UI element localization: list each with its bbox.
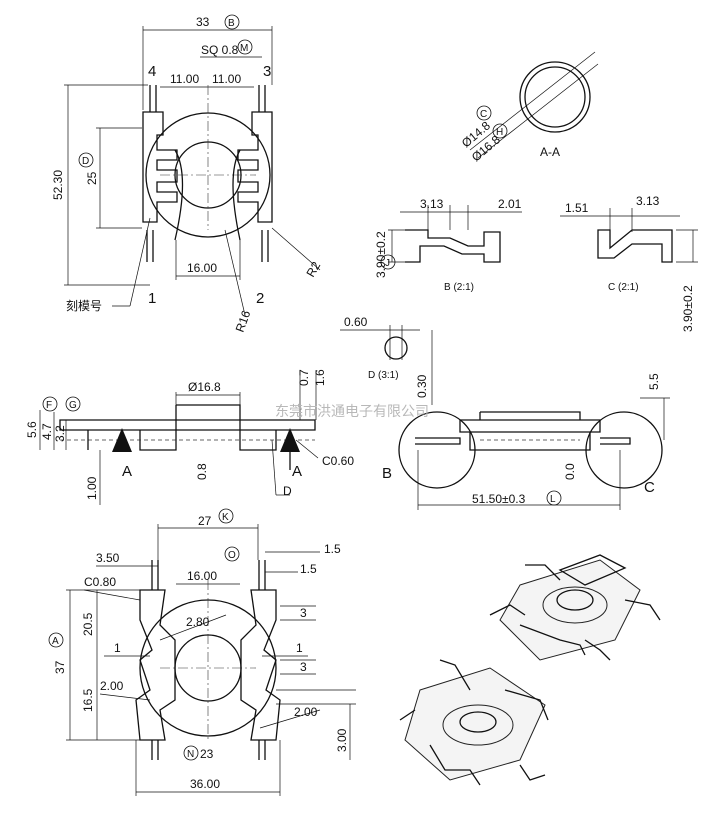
side-h-total: 5.6 — [25, 421, 39, 438]
mark-label: 刻模号 — [66, 299, 102, 313]
bottom-height-ref: A — [52, 636, 59, 647]
side-mark-a-left: A — [122, 463, 132, 480]
bottom-one-right: 1 — [296, 641, 303, 655]
inner-width-dim: 16.00 — [187, 261, 217, 275]
b-height: 3.90±0.2 — [374, 231, 388, 278]
b-dim-a: 3.13 — [420, 197, 444, 211]
iso-view-bottom — [399, 659, 549, 786]
bottom-n-ref: N — [187, 749, 194, 760]
pitch-dim: 25 — [85, 171, 99, 185]
bottom-top-ref: K — [222, 512, 229, 523]
top-view: 33 B SQ 0.8 M 3 4 11.00 11.00 52.30 25 D — [51, 14, 323, 334]
side-pin-len: 1.00 — [85, 476, 99, 500]
detail-b: 3.13 2.01 3.90±0.2 J B (2:1) — [374, 197, 522, 293]
b-dim-b: 2.01 — [498, 197, 522, 211]
watermark: 东莞市洪通电子有限公司 — [275, 403, 429, 419]
right-span: 51.50±0.3 — [472, 492, 526, 506]
pitch-ref: D — [82, 156, 89, 167]
top-width-ref: B — [228, 18, 235, 29]
bottom-edge-a: 1.5 — [324, 542, 341, 556]
side-ref-f: F — [46, 400, 52, 411]
detail-c: 1.51 3.13 3.90±0.2 C (2:1) — [560, 194, 698, 332]
bottom-two-left: 2.00 — [100, 679, 124, 693]
side-d16: 1.6 — [313, 369, 327, 386]
bottom-top-width: 27 — [198, 514, 212, 528]
b-label: B (2:1) — [444, 282, 474, 293]
bottom-n-val: 23 — [200, 747, 214, 761]
side-d07: 0.7 — [297, 369, 311, 386]
pin-4-label: 4 — [148, 63, 156, 80]
aa-label: A-A — [540, 145, 560, 159]
bottom-three-a: 3 — [300, 606, 307, 620]
side-chamfer: C0.60 — [322, 454, 354, 468]
side-h-a: 4.7 — [40, 423, 54, 440]
side-mark-d: D — [283, 484, 292, 498]
pin-sq-ref: M — [240, 43, 248, 54]
pin-1-label: 1 — [148, 290, 156, 307]
side-mark-a-right: A — [292, 463, 302, 480]
aa-inner-ref: C — [480, 109, 487, 120]
pin-sq-dim: SQ 0.8 — [201, 43, 239, 57]
c-height: 3.90±0.2 — [681, 285, 695, 332]
bottom-height-total: 37 — [53, 660, 67, 674]
bottom-chamfer: C0.80 — [84, 575, 116, 589]
bottom-h-upper: 20.5 — [81, 612, 95, 636]
d-label: D (3:1) — [368, 370, 399, 381]
c-dim-a: 1.51 — [565, 201, 589, 215]
side-dia: Ø16.8 — [188, 380, 221, 394]
bottom-pin-off: 3.50 — [96, 551, 120, 565]
section-aa: Ø14.8 C Ø16.8 H A-A — [459, 51, 599, 164]
iso-view-top — [489, 554, 661, 661]
side-ref-g: G — [69, 400, 77, 411]
c-dim-b: 3.13 — [636, 194, 660, 208]
side-view: Ø16.8 5.6 4.7 3.2 F G 0.7 1.6 A A 1.00 0… — [25, 369, 354, 505]
aa-outer-ref: H — [496, 127, 503, 138]
right-span-ref: L — [550, 494, 556, 505]
bottom-ref-o: O — [228, 550, 236, 561]
top-width-dim: 33 — [196, 15, 210, 29]
d-dim-a: 0.60 — [344, 315, 368, 329]
bottom-rib-w: 2.80 — [186, 615, 210, 629]
right-height: 5.5 — [647, 373, 661, 390]
bottom-two-right: 2.00 — [294, 705, 318, 719]
side-h-b: 3.2 — [53, 425, 67, 442]
bottom-width: 36.00 — [190, 777, 220, 791]
bottom-three-b: 3 — [300, 660, 307, 674]
bottom-one-left: 1 — [114, 641, 121, 655]
bottom-inner: 16.00 — [187, 569, 217, 583]
b-height-ref: J — [385, 258, 390, 269]
d-dim-b: 0.30 — [415, 374, 429, 398]
bottom-three-bottom: 3.00 — [335, 728, 349, 752]
side-gap: 0.8 — [195, 463, 209, 480]
radius-big: R16 — [233, 308, 254, 334]
radius-small: R2 — [303, 259, 323, 280]
detail-d: 0.60 0.30 D (3:1) — [340, 315, 433, 405]
bottom-edge-b: 1.5 — [300, 562, 317, 576]
pin-3-label: 3 — [263, 63, 271, 80]
bottom-view: 27 K 3.50 C0.80 16.00 O 1.5 1.5 2.80 37 … — [48, 508, 356, 796]
right-zero: 0.0 — [563, 463, 577, 480]
right-mark-b: B — [382, 465, 392, 482]
right-mark-c: C — [644, 479, 655, 496]
right-view: B C 5.5 51.50±0.3 L 0.0 — [382, 373, 670, 510]
half-right-dim: 11.00 — [212, 72, 241, 86]
half-left-dim: 11.00 — [170, 72, 199, 86]
c-label: C (2:1) — [608, 282, 639, 293]
pin-2-label: 2 — [256, 290, 264, 307]
top-height-dim: 52.30 — [51, 170, 65, 200]
bottom-h-lower: 16.5 — [81, 688, 95, 712]
